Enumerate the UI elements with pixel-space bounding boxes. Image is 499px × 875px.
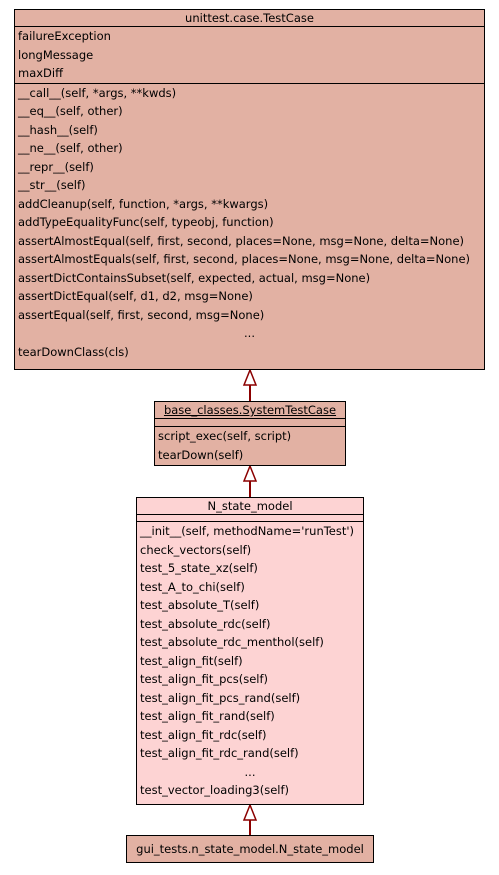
method-row: test_align_fit_pcs_rand(self): [140, 690, 301, 705]
attribute-row: maxDiff: [18, 66, 64, 80]
edge-systemtestcase-to-testcase: [242, 367, 258, 401]
ellipsis-row: ...: [244, 326, 255, 340]
method-row: test_align_fit(self): [140, 653, 243, 668]
method-row: __call__(self, *args, **kwds): [18, 85, 177, 100]
method-row: test_vector_loading3(self): [140, 783, 290, 797]
method-row: addCleanup(self, function, *args, **kwar…: [18, 196, 269, 211]
method-row: check_vectors(self): [140, 542, 252, 557]
class-n-state-model[interactable]: N_state_model __init__(self, methodName=…: [136, 497, 364, 805]
class-gui-n-state-model[interactable]: gui_tests.n_state_model.N_state_model: [126, 835, 374, 863]
method-row: addTypeEqualityFunc(self, typeobj, funct…: [18, 215, 274, 229]
class-systemtestcase-name: base_classes.SystemTestCase: [163, 403, 337, 417]
class-n-state-model-name: N_state_model: [207, 499, 293, 513]
method-row: __init__(self, methodName='runTest'): [140, 524, 355, 538]
method-row: __hash__(self): [18, 122, 98, 137]
method-row: tearDown(self): [158, 447, 244, 462]
class-n-state-model-attributes: [137, 514, 363, 521]
method-row: test_align_fit_rdc(self): [140, 727, 267, 742]
method-row: assertAlmostEquals(self, first, second, …: [18, 252, 471, 266]
method-row: tearDownClass(cls): [18, 344, 129, 359]
edge-gui-to-nstatemodel: [242, 802, 258, 835]
method-row: test_absolute_rdc_menthol(self): [140, 635, 324, 649]
class-systemtestcase-attributes: [155, 418, 345, 426]
class-gui-n-state-model-name: gui_tests.n_state_model.N_state_model: [136, 842, 364, 856]
class-systemtestcase[interactable]: base_classes.SystemTestCase script_exec(…: [154, 401, 346, 466]
class-testcase[interactable]: unittest.case.TestCase failureException …: [14, 9, 485, 370]
method-row: test_align_fit_rdc_rand(self): [140, 746, 299, 760]
method-row: __str__(self): [18, 178, 86, 192]
method-row: assertAlmostEqual(self, first, second, p…: [18, 233, 465, 248]
method-row: test_align_fit_pcs(self): [140, 672, 269, 686]
method-row: assertEqual(self, first, second, msg=Non…: [18, 307, 265, 322]
attribute-row: longMessage: [18, 47, 94, 62]
class-systemtestcase-methods: script_exec(self, script) tearDown(self): [155, 426, 345, 464]
method-row: __repr__(self): [18, 159, 94, 174]
class-testcase-methods: __call__(self, *args, **kwds) __eq__(sel…: [15, 82, 484, 362]
method-row: test_absolute_T(self): [140, 598, 260, 612]
method-row: test_align_fit_rand(self): [140, 709, 275, 723]
method-row: __ne__(self, other): [18, 141, 123, 155]
method-row: __eq__(self, other): [18, 104, 123, 118]
class-testcase-name: unittest.case.TestCase: [185, 11, 314, 25]
method-row: test_A_to_chi(self): [140, 579, 245, 594]
edge-nstatemodel-to-systemtestcase: [242, 463, 258, 497]
class-n-state-model-methods: __init__(self, methodName='runTest') che…: [137, 521, 363, 800]
method-row: test_absolute_rdc(self): [140, 616, 271, 631]
class-testcase-attributes: failureException longMessage maxDiff: [15, 26, 484, 83]
method-row: test_5_state_xz(self): [140, 561, 258, 575]
ellipsis-row: ...: [244, 764, 256, 779]
method-row: assertDictContainsSubset(self, expected,…: [18, 270, 371, 285]
attribute-row: failureException: [18, 29, 111, 43]
method-row: assertDictEqual(self, d1, d2, msg=None): [18, 289, 253, 303]
method-row: script_exec(self, script): [158, 429, 292, 443]
